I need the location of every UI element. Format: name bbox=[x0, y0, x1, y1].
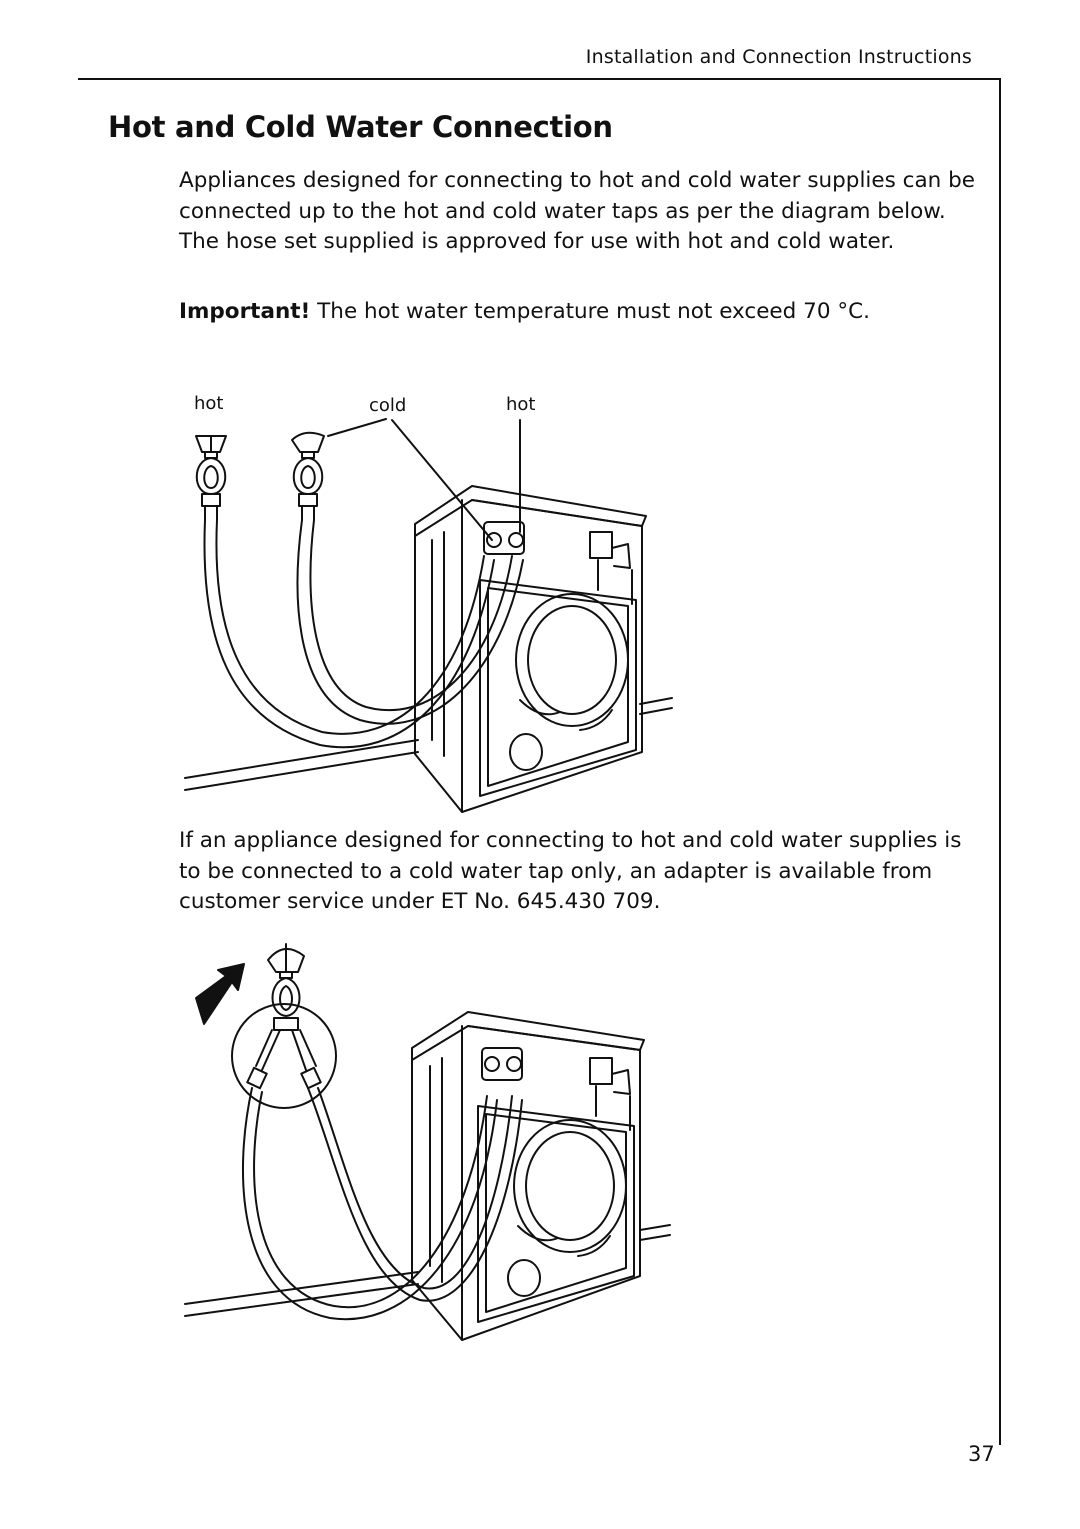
cold-tap-icon bbox=[267, 943, 305, 1031]
inlet-hoses bbox=[241, 1087, 523, 1321]
arrow-icon bbox=[195, 963, 245, 1025]
important-text: The hot water temperature must not excee… bbox=[310, 299, 870, 324]
adapter-connection-diagram bbox=[184, 943, 671, 1341]
important-label: Important! bbox=[179, 299, 311, 324]
hot-cold-connection-diagram: hot cold hot bbox=[184, 393, 673, 813]
running-header: Installation and Connection Instructions bbox=[585, 46, 972, 68]
hot-tap-icon bbox=[195, 435, 227, 521]
intro-paragraph: Appliances designed for connecting to ho… bbox=[179, 168, 975, 254]
header-rule bbox=[78, 78, 1001, 80]
label-hot-inlet: hot bbox=[506, 394, 535, 415]
washing-machine-icon bbox=[411, 1011, 645, 1341]
washing-machine-icon bbox=[414, 485, 647, 813]
y-adapter-icon bbox=[246, 1029, 322, 1090]
cold-tap-icon bbox=[291, 431, 325, 521]
floor-line bbox=[184, 1224, 671, 1317]
adapter-paragraph: If an appliance designed for connecting … bbox=[179, 828, 962, 914]
label-hot-tap: hot bbox=[194, 393, 223, 414]
label-cold: cold bbox=[369, 395, 406, 416]
important-note: Important! The hot water temperature mus… bbox=[179, 297, 979, 328]
page-title: Hot and Cold Water Connection bbox=[108, 110, 613, 144]
floor-line bbox=[184, 697, 673, 791]
side-rule bbox=[999, 78, 1001, 1445]
page-number: 37 bbox=[968, 1442, 995, 1466]
leader-lines bbox=[327, 418, 521, 541]
highlight-circle bbox=[231, 1003, 337, 1109]
inlet-hoses bbox=[203, 519, 524, 749]
